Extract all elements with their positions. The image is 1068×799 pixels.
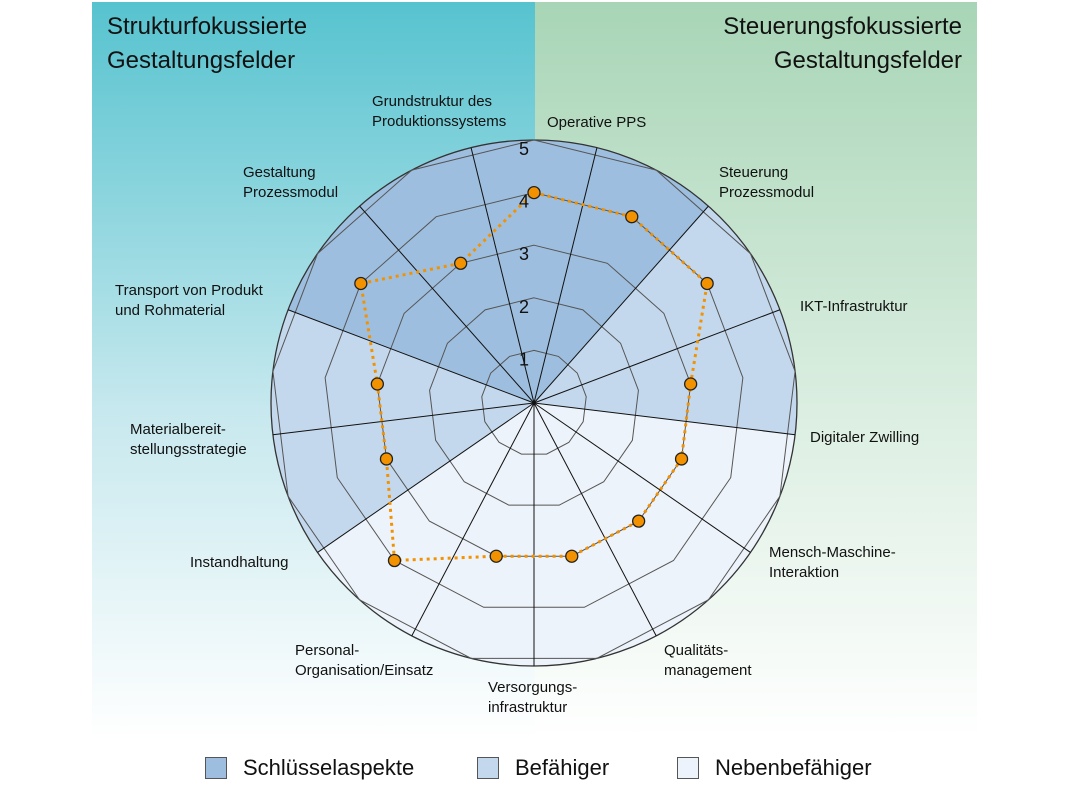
axis-label-materialbereit-stellungsstrategie: Materialbereit- stellungsstrategie [130,421,247,458]
legend-item-enablers: Befähiger [477,755,609,781]
sector-operative-pps [471,139,597,403]
tick-label-2: 2 [519,297,529,317]
axis-label-gestaltung-prozessmodul: Gestaltung Prozessmodul [243,164,339,201]
legend-label-enablers: Befähiger [515,755,610,780]
axis-label-operative-pps: Operative PPS [547,114,647,131]
legend-label-key-aspects: Schlüsselaspekte [243,755,415,780]
sector-ikt-infrastruktur [534,206,780,403]
data-point-digitaler-zwilling [683,377,698,391]
data-point-personal-organisation-einsatz [489,549,503,563]
spoke-9 [317,402,535,553]
sector-digitaler-zwilling [534,309,797,435]
axis-label-ikt-infrastruktur: IKT-Infrastruktur [800,298,908,315]
legend: Schlüsselaspekte Befähiger Nebenbefähige… [0,755,1068,785]
header-control-focused: Steuerungsfokussierte Gestaltungsfelder [723,13,962,74]
spoke-1 [533,147,598,404]
spoke-6 [533,402,657,637]
spoke-5 [533,402,751,553]
data-point-ikt-infrastruktur [700,276,714,291]
legend-item-secondary-enablers: Nebenbefähiger [677,755,872,781]
legend-swatch-enablers [477,757,499,779]
sector-mensch-maschine-interaktion [534,403,796,553]
data-point-qualitäts-management [631,514,646,528]
spoke-12 [359,205,535,404]
legend-label-secondary-enablers: Nebenbefähiger [715,755,872,780]
sector-instandhaltung [317,403,534,636]
data-point-versorgungs-infrastruktur [565,549,579,563]
legend-swatch-key-aspects [205,757,227,779]
sector-gestaltung-prozessmodul [288,206,534,403]
axis-label-instandhaltung: Instandhaltung [190,554,289,571]
data-point-grundstruktur-des-produktionssystems [454,256,468,270]
axis-label-digitaler-zwilling: Digitaler Zwilling [810,429,920,446]
spoke-11 [287,309,535,404]
spoke-8 [411,402,535,637]
data-point-transport-von-produkt-und-rohmaterial [370,377,385,391]
axis-label-mensch-maschine-interaktion: Mensch-Maschine- Interaktion [769,544,896,581]
data-point-operative-pps [527,185,541,200]
sector-materialbereit-stellungsstrategie [272,403,534,553]
axis-label-grundstruktur-des-produktionssystems: Grundstruktur des Produktionssystems [372,93,507,130]
data-point-mensch-maschine-interaktion [674,452,689,466]
tick-label-4: 4 [519,192,529,212]
sector-transport-von-produkt-und-rohmaterial [271,309,534,435]
header-structure-focused: Strukturfokussierte Gestaltungsfelder [107,13,308,74]
series-line-0 [359,190,709,563]
axis-label-transport-von-produkt-und-rohmaterial: Transport von Produkt und Rohmaterial [115,282,263,319]
spoke-0 [470,147,535,404]
tick-label-5: 5 [519,139,529,159]
data-point-instandhaltung [387,553,402,568]
sector-personal-organisation-einsatz [411,403,534,666]
legend-item-key-aspects: Schlüsselaspekte [205,755,414,781]
data-point-gestaltung-prozessmodul [354,276,368,291]
tick-label-1: 1 [519,349,529,369]
spoke-4 [533,402,796,436]
axis-label-steuerung-prozessmodul: Steuerung Prozessmodul [719,164,815,201]
sector-versorgungs-infrastruktur [534,403,657,666]
axis-label-versorgungs-infrastruktur: Versorgungs- infrastruktur [488,679,578,716]
spoke-3 [533,309,781,404]
axis-label-qualitäts-management: Qualitäts- management [664,642,752,679]
legend-swatch-secondary-enablers [677,757,699,779]
spoke-10 [272,402,535,436]
tick-label-3: 3 [519,244,529,264]
axis-label-personal-organisation-einsatz: Personal- Organisation/Einsatz [295,642,434,679]
data-point-steuerung-prozessmodul [625,210,639,224]
spoke-2 [533,205,709,404]
data-point-materialbereit-stellungsstrategie [379,452,394,466]
